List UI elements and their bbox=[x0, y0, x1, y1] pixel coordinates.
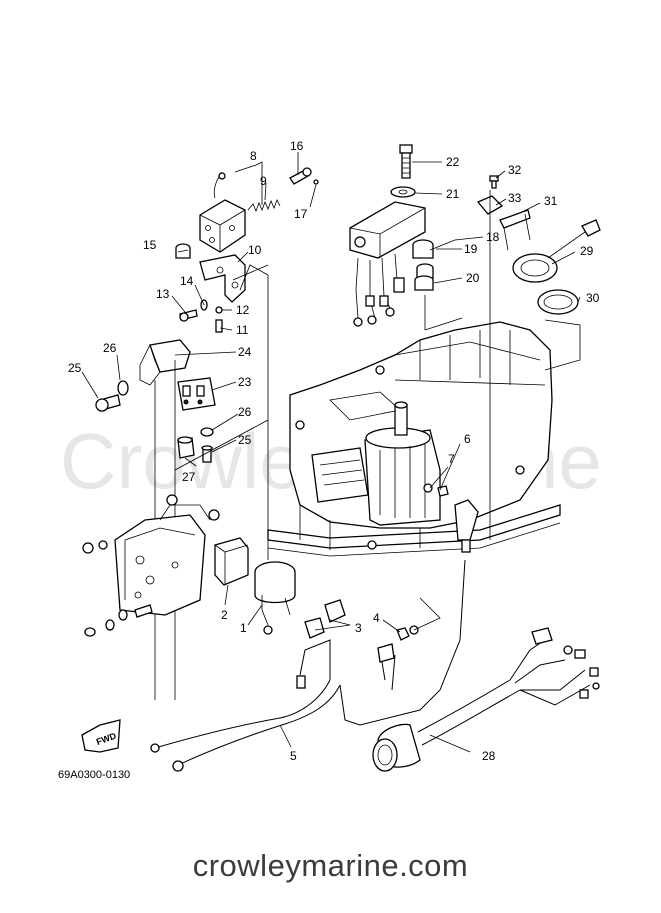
callout-4: 4 bbox=[373, 611, 380, 625]
callout-11: 11 bbox=[236, 323, 249, 337]
callout-19: 19 bbox=[464, 242, 478, 256]
callout-22: 22 bbox=[446, 155, 460, 169]
callout-7: 7 bbox=[448, 452, 455, 466]
callout-20: 20 bbox=[466, 271, 480, 285]
engine-block bbox=[267, 321, 561, 557]
callout-16: 16 bbox=[290, 139, 304, 153]
callout-2: 2 bbox=[221, 608, 228, 622]
callout-26-left: 26 bbox=[103, 341, 117, 355]
cdi-unit-assembly bbox=[349, 144, 463, 331]
callout-labels: 1 2 3 4 5 6 7 8 9 10 11 12 13 14 15 16 1… bbox=[68, 139, 600, 763]
callout-28: 28 bbox=[482, 749, 496, 763]
callout-14: 14 bbox=[180, 274, 194, 288]
leader-lines bbox=[81, 152, 581, 753]
fwd-arrow-icon: FWD bbox=[81, 719, 121, 753]
callout-1: 1 bbox=[240, 621, 247, 635]
electrical-box-assembly bbox=[82, 483, 479, 641]
callout-8: 8 bbox=[250, 149, 257, 163]
callout-30: 30 bbox=[586, 291, 600, 305]
callout-6: 6 bbox=[464, 432, 471, 446]
site-url: crowleymarine.com bbox=[192, 848, 469, 883]
callout-26-right: 26 bbox=[238, 405, 252, 419]
callout-32: 32 bbox=[508, 163, 522, 177]
callout-29: 29 bbox=[580, 244, 594, 258]
callout-18: 18 bbox=[486, 230, 500, 244]
callout-24: 24 bbox=[238, 345, 252, 359]
callout-9: 9 bbox=[260, 174, 267, 188]
callout-31: 31 bbox=[544, 194, 558, 208]
callout-23: 23 bbox=[238, 375, 252, 389]
callout-25-right: 25 bbox=[238, 433, 252, 447]
callout-15: 15 bbox=[143, 238, 157, 252]
callout-17: 17 bbox=[294, 207, 308, 221]
callout-10: 10 bbox=[248, 243, 262, 257]
callout-33: 33 bbox=[508, 191, 522, 205]
wire-harness bbox=[150, 559, 600, 772]
callout-21: 21 bbox=[446, 187, 460, 201]
callout-3: 3 bbox=[355, 621, 362, 635]
diagram-code: 69A0300-0130 bbox=[58, 769, 130, 781]
callout-25-left: 25 bbox=[68, 361, 82, 375]
callout-13: 13 bbox=[156, 287, 170, 301]
callout-12: 12 bbox=[236, 303, 250, 317]
callout-5: 5 bbox=[290, 749, 297, 763]
sensor-assembly bbox=[476, 175, 601, 540]
callout-27: 27 bbox=[182, 470, 196, 484]
